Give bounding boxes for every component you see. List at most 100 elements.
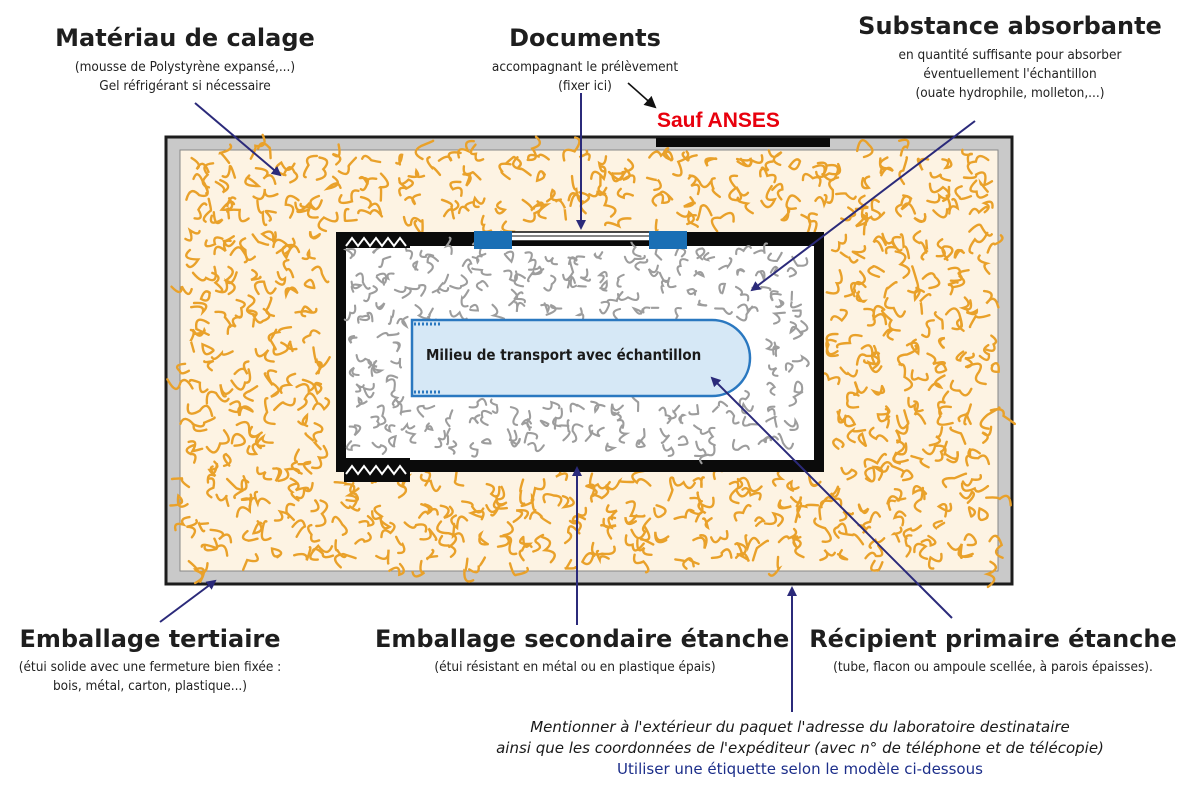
squiggle	[899, 233, 911, 260]
squiggle	[791, 255, 809, 267]
squiggle	[890, 526, 903, 543]
squiggle	[694, 500, 707, 523]
squiggle	[632, 553, 650, 574]
squiggle	[490, 303, 506, 321]
squiggle	[295, 378, 316, 394]
squiggle	[256, 466, 273, 481]
squiggle	[170, 285, 193, 296]
documents-line-2: (fixer ici)	[558, 78, 612, 94]
squiggle	[407, 167, 426, 179]
squiggle	[673, 508, 695, 520]
squiggle	[272, 341, 289, 356]
blue-clip-right	[649, 231, 687, 249]
squiggle	[448, 440, 458, 455]
squiggle	[697, 299, 708, 307]
squiggle	[659, 427, 671, 445]
squiggle	[636, 538, 653, 556]
squiggle	[337, 156, 358, 176]
squiggle	[961, 148, 973, 166]
squiggle	[291, 519, 307, 538]
squiggle	[846, 427, 867, 444]
squiggle	[907, 396, 924, 413]
squiggle	[913, 486, 925, 513]
squiggle	[539, 419, 550, 427]
squiggle	[590, 165, 607, 182]
squiggle	[542, 492, 563, 507]
absorbante-line-3: (ouate hydrophile, molleton,...)	[915, 85, 1105, 101]
squiggle	[241, 553, 259, 571]
squiggle	[951, 317, 965, 332]
squiggle	[480, 438, 492, 445]
squiggle	[978, 343, 991, 362]
squiggle	[226, 208, 250, 223]
squiggle	[221, 164, 237, 179]
squiggle	[315, 156, 329, 181]
squiggle	[439, 504, 454, 520]
squiggle	[297, 460, 313, 475]
squiggle	[857, 503, 870, 515]
squiggle	[866, 351, 883, 374]
squiggle	[411, 559, 426, 578]
squiggle	[964, 362, 987, 386]
squiggle	[845, 391, 860, 409]
squiggle	[244, 174, 262, 188]
squiggle	[961, 474, 983, 487]
squiggle	[461, 258, 473, 274]
documents-desc: accompagnant le prélèvement (fixer ici)	[460, 58, 710, 96]
sauf-anses-note: Sauf ANSES	[657, 109, 780, 132]
squiggle	[966, 154, 990, 175]
squiggle	[936, 390, 950, 415]
squiggle	[689, 496, 715, 516]
squiggle	[814, 193, 828, 209]
squiggle	[348, 366, 360, 378]
squiggle	[872, 304, 888, 326]
squiggle	[209, 211, 224, 225]
squiggle	[967, 448, 991, 466]
squiggle	[729, 487, 752, 505]
squiggle	[307, 523, 321, 543]
squiggle	[437, 151, 462, 162]
squiggle	[246, 442, 259, 456]
squiggle	[902, 524, 923, 540]
squiggle	[736, 196, 754, 215]
squiggle	[504, 155, 522, 168]
squiggle	[943, 450, 960, 464]
squiggle	[777, 499, 792, 510]
squiggle	[331, 143, 342, 166]
squiggle	[381, 272, 395, 286]
squiggle	[301, 248, 316, 261]
squiggle	[563, 525, 581, 545]
squiggle	[864, 544, 884, 560]
squiggle	[188, 378, 209, 394]
squiggle	[543, 274, 557, 292]
squiggle	[416, 404, 436, 418]
calage-line-2: Gel réfrigérant si nécessaire	[99, 78, 271, 94]
squiggle	[741, 486, 762, 501]
squiggle	[509, 437, 522, 448]
squiggle	[913, 542, 929, 560]
squiggle	[968, 223, 993, 237]
squiggle	[229, 246, 249, 264]
squiggle	[189, 328, 196, 353]
squiggle	[333, 481, 356, 497]
squiggle	[645, 176, 662, 192]
squiggle	[838, 530, 865, 546]
squiggle	[526, 268, 545, 283]
secondaire-line-1: (étui résistant en métal ou en plastique…	[434, 659, 716, 675]
squiggle	[702, 517, 713, 531]
squiggle	[230, 368, 252, 391]
squiggle	[520, 418, 533, 431]
label-calage: Matériau de calage (mousse de Polystyrèn…	[40, 24, 330, 96]
squiggle	[194, 318, 210, 336]
squiggle	[772, 345, 780, 357]
squiggle	[567, 256, 578, 266]
squiggle	[518, 535, 533, 549]
absorbante-desc: en quantité suffisante pour absorber éve…	[845, 46, 1175, 103]
squiggle	[941, 245, 954, 262]
squiggle	[921, 272, 941, 290]
squiggle	[868, 426, 889, 443]
squiggle	[348, 335, 358, 344]
squiggle	[222, 452, 232, 468]
squiggle	[819, 549, 836, 562]
squiggle	[193, 202, 208, 220]
